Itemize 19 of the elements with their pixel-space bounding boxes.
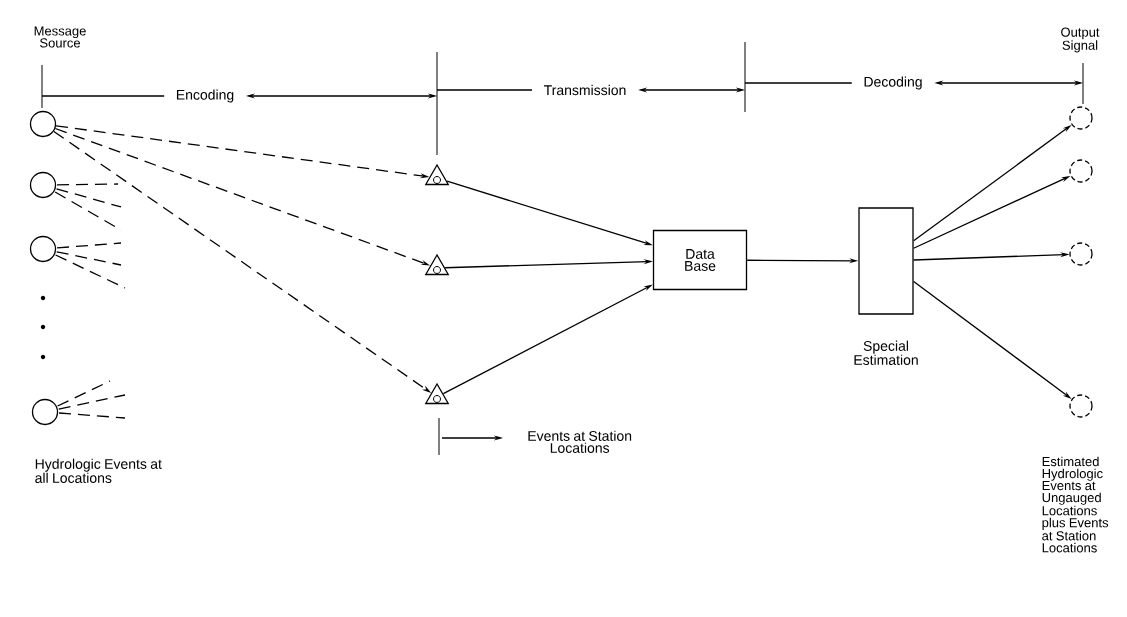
caption-text: Output Signal <box>1061 27 1100 53</box>
output-circle <box>1069 106 1093 130</box>
caption-text: Estimated Hydrologic Events at Ungauged Locations plus Events at Station Locations <box>1042 456 1109 553</box>
source-circle <box>29 110 57 138</box>
dimension-label: Encoding <box>176 89 234 103</box>
output-circle <box>1069 394 1093 418</box>
dimension-label: Decoding <box>864 76 922 90</box>
caption-text: Message Source <box>34 26 86 48</box>
caption-text: Hydrologic Events at all Locations <box>35 458 162 483</box>
caption-text: Events at Station Locations <box>528 430 632 453</box>
box-caption: Special Estimation <box>854 340 918 365</box>
source-circle <box>31 398 59 426</box>
estimation-box <box>858 207 914 315</box>
output-circle <box>1069 159 1093 183</box>
dimension-label: Transmission <box>543 84 626 96</box>
source-circle <box>29 235 57 263</box>
process-box: Data Base <box>652 229 748 291</box>
output-circle <box>1069 242 1093 266</box>
source-circle <box>29 171 57 199</box>
